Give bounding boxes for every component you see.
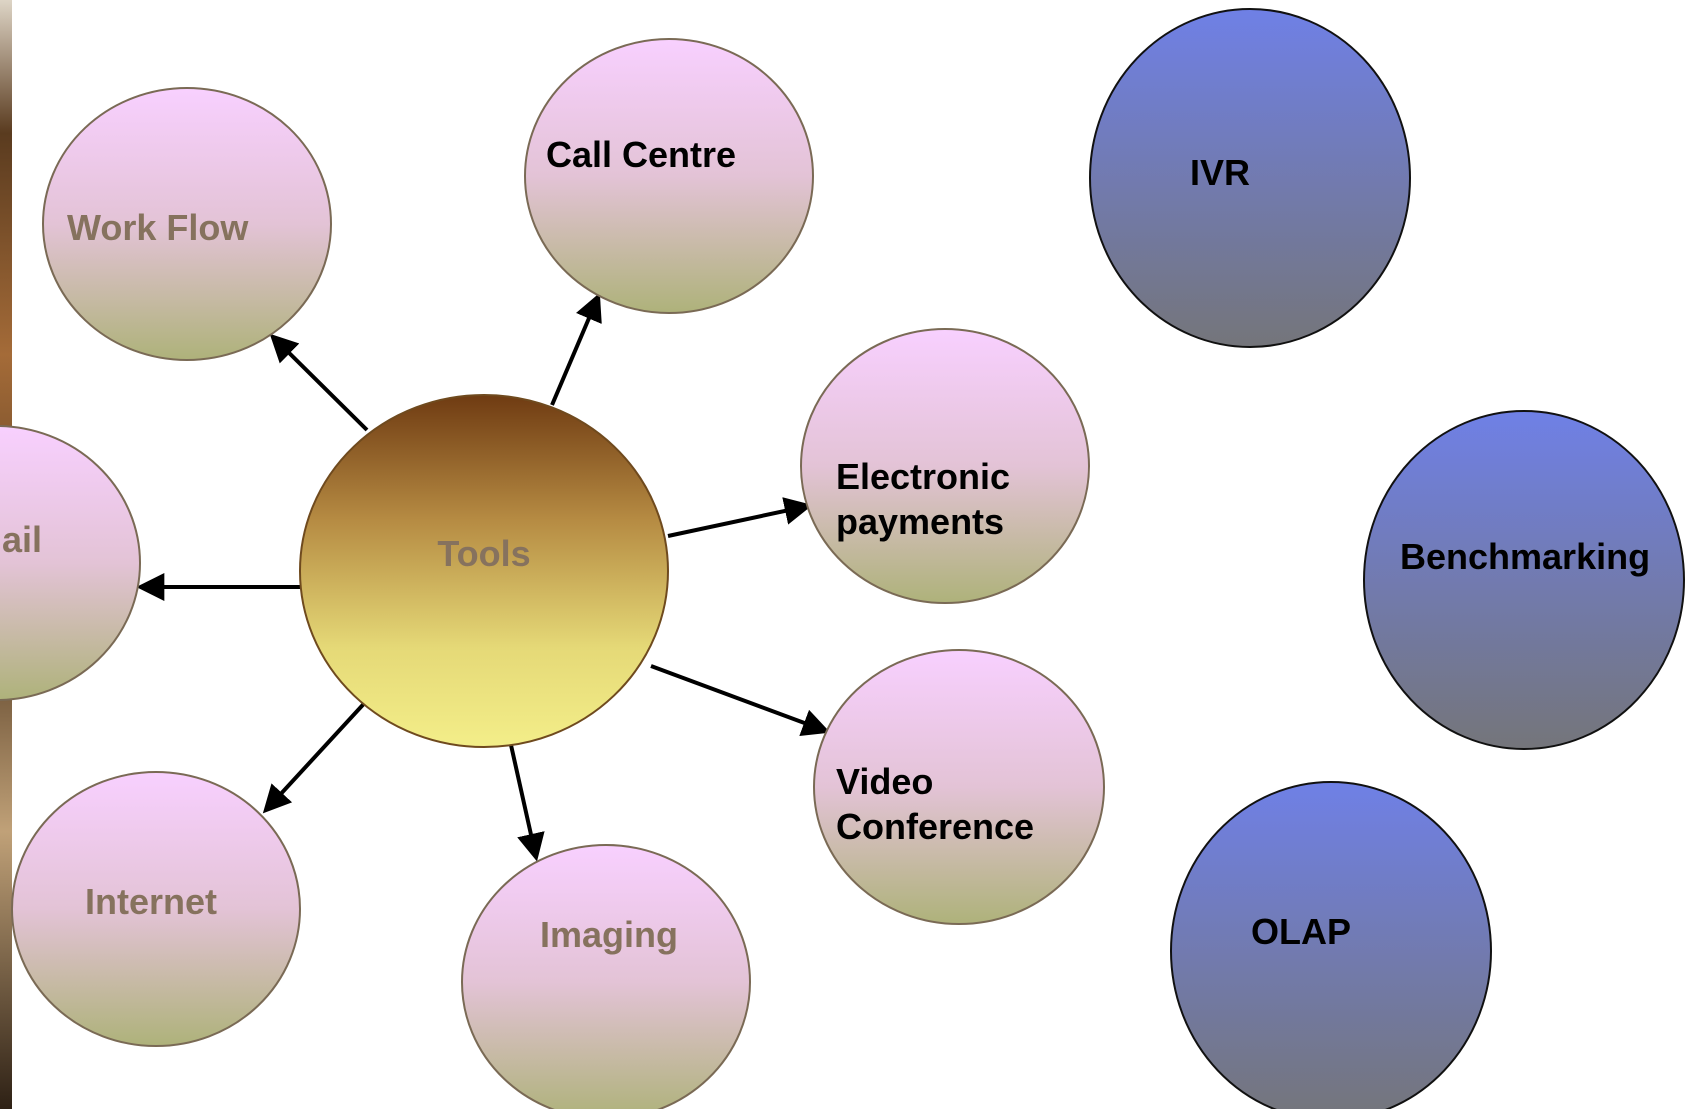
arrow-to-work-flow (269, 333, 369, 432)
arrow-to-video-conference (650, 664, 831, 736)
mail-circle (0, 425, 141, 701)
olap-circle (1170, 781, 1492, 1109)
electronic-payments-label: Electronic payments (836, 456, 1020, 542)
tool-node-call-centre: Call Centre (524, 38, 814, 314)
internet-circle (11, 771, 301, 1047)
arrow-to-electronic-payments (667, 497, 813, 538)
tools-center-label: Tools (437, 533, 530, 574)
ivr-circle (1089, 8, 1411, 348)
standalone-node-benchmarking: Benchmarking (1363, 410, 1685, 750)
connector-arrows (136, 292, 831, 862)
tool-node-mail: lail (0, 425, 141, 701)
tool-node-imaging: Imaging (461, 844, 751, 1109)
work-flow-circle (42, 87, 332, 361)
electronic-payments-label-line-2: payments (836, 501, 1004, 542)
benchmarking-label: Benchmarking (1400, 536, 1650, 577)
electronic-payments-circle (800, 328, 1090, 604)
tool-node-internet: Internet (11, 771, 301, 1047)
work-flow-label: Work Flow (67, 207, 249, 248)
olap-label: OLAP (1251, 911, 1351, 952)
call-centre-label: Call Centre (546, 134, 736, 175)
standalone-node-ivr: IVR (1089, 8, 1411, 348)
tool-node-electronic-payments: Electronic payments (800, 328, 1090, 604)
video-conference-label-line-2: Conference (836, 806, 1034, 847)
tools-center-circle (299, 394, 669, 748)
imaging-label: Imaging (540, 914, 678, 955)
mail-label: lail (0, 519, 42, 560)
standalone-node-olap: OLAP (1170, 781, 1492, 1109)
tool-node-work-flow: Work Flow (42, 87, 332, 361)
video-conference-circle (813, 649, 1105, 925)
arrow-to-imaging (509, 744, 545, 862)
internet-label: Internet (85, 881, 217, 922)
video-conference-label: Video Conference (836, 761, 1034, 847)
video-conference-label-line-1: Video (836, 761, 933, 802)
call-centre-circle (524, 38, 814, 314)
arrow-to-internet (262, 694, 373, 814)
arrow-to-call-centre (550, 292, 602, 406)
center-tools-node: Tools (299, 394, 669, 748)
benchmarking-circle (1363, 410, 1685, 750)
ivr-label: IVR (1190, 152, 1250, 193)
tool-node-video-conference: Video Conference (813, 649, 1105, 925)
electronic-payments-label-line-1: Electronic (836, 456, 1010, 497)
imaging-circle (461, 844, 751, 1109)
